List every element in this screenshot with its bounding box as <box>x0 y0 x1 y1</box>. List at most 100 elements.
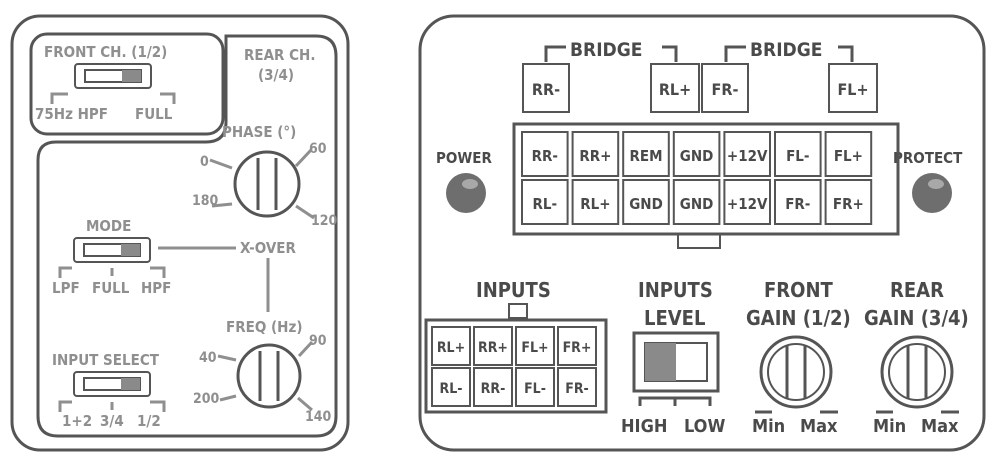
rear-ch-channels: (3/4) <box>258 66 294 84</box>
svg-text:FL+: FL+ <box>834 147 863 165</box>
svg-text:GND: GND <box>680 195 714 213</box>
right-connection-panel: BRIDGE BRIDGE RR- RL+ FR- FL+ POWER PROT… <box>418 14 986 452</box>
svg-text:RR+: RR+ <box>478 340 508 356</box>
terminal-0-2: REM <box>622 131 670 177</box>
phase-tick-60: 60 <box>309 141 327 157</box>
input-pin-1-1: RR- <box>473 367 513 407</box>
inputs-level-line2: LEVEL <box>644 306 705 330</box>
rear-gain-line2: GAIN (3/4) <box>864 306 969 330</box>
terminal-0-1: RR+ <box>571 131 620 177</box>
front-ch-switch[interactable] <box>74 63 152 89</box>
inputs-level-line1: INPUTS <box>638 278 713 302</box>
protect-led <box>912 173 952 213</box>
input-pin-0-0: RL+ <box>431 326 471 366</box>
svg-text:FL+: FL+ <box>837 80 868 99</box>
front-gain-knob[interactable] <box>759 335 833 409</box>
terminal-0-4: +12V <box>723 131 772 177</box>
svg-text:+12V: +12V <box>727 147 768 165</box>
input-select-1-2-label: 1+2 <box>62 412 92 430</box>
rear-gain-line1: REAR <box>890 278 944 302</box>
svg-text:RL-: RL- <box>440 381 463 397</box>
mode-lpf-label: LPF <box>52 279 80 297</box>
bridge-terminal-fr-minus: FR- <box>701 63 749 113</box>
svg-text:+12V: +12V <box>727 195 768 213</box>
input-select-title: INPUT SELECT <box>52 351 160 369</box>
svg-text:FR+: FR+ <box>833 195 864 213</box>
power-label: POWER <box>436 149 492 167</box>
front-gain-line1: FRONT <box>764 278 834 302</box>
svg-text:FR+: FR+ <box>563 340 592 356</box>
mode-switch[interactable] <box>73 237 151 263</box>
front-gain-min-label: Min <box>752 416 785 437</box>
svg-text:RR-: RR- <box>532 80 560 99</box>
svg-text:FR-: FR- <box>565 381 589 397</box>
input-pin-0-2: FL+ <box>515 326 555 366</box>
freq-tick-90: 90 <box>309 333 327 349</box>
svg-text:FL-: FL- <box>524 381 546 397</box>
input-select-switch[interactable] <box>73 371 151 397</box>
freq-tick-140: 140 <box>305 409 332 425</box>
xover-label: X-OVER <box>240 239 297 257</box>
phase-knob[interactable] <box>233 150 301 218</box>
input-pin-1-2: FL- <box>515 367 555 407</box>
front-ch-full-label: FULL <box>135 105 173 123</box>
power-terminal-block: RR- RR+ REM GND +12V FL- FL+ RL- RL+ GND GND +12V FR… <box>512 122 900 249</box>
terminal-0-5: FL- <box>774 131 822 177</box>
inputs-level-low-label: LOW <box>684 416 725 437</box>
phase-tick-180: 180 <box>192 193 219 209</box>
terminal-1-2: GND <box>622 179 670 225</box>
input-pin-1-0: RL- <box>431 367 471 407</box>
phase-title: PHASE (°) <box>222 123 296 141</box>
front-gain-line2: GAIN (1/2) <box>746 306 851 330</box>
freq-tick-40: 40 <box>199 350 217 366</box>
front-gain-max-label: Max <box>800 416 838 437</box>
input-pin-1-3: FR- <box>557 367 597 407</box>
svg-text:RL+: RL+ <box>580 195 610 213</box>
svg-text:RR-: RR- <box>481 381 506 397</box>
mode-full-label: FULL <box>92 279 130 297</box>
terminal-0-0: RR- <box>521 131 569 177</box>
input-select-1-2b-label: 1/2 <box>137 412 161 430</box>
terminal-1-3: GND <box>672 179 721 225</box>
rear-gain-min-label: Min <box>873 416 906 437</box>
mode-title: MODE <box>86 217 131 235</box>
terminal-1-5: FR- <box>774 179 822 225</box>
terminal-1-6: FR+ <box>824 179 873 225</box>
terminal-1-1: RL+ <box>571 179 620 225</box>
rear-gain-knob[interactable] <box>880 335 954 409</box>
input-pin-0-3: FR+ <box>557 326 597 366</box>
mode-hpf-label: HPF <box>141 279 171 297</box>
bridge-terminal-rl-plus: RL+ <box>650 63 700 113</box>
input-pin-0-1: RR+ <box>473 326 513 366</box>
svg-text:RL-: RL- <box>532 195 557 213</box>
svg-text:GND: GND <box>680 147 714 165</box>
left-control-panel: FRONT CH. (1/2) 75Hz HPF FULL REAR CH. (… <box>10 14 350 452</box>
svg-text:RL+: RL+ <box>659 80 691 99</box>
front-ch-title: FRONT CH. (1/2) <box>44 43 167 61</box>
power-led <box>446 173 486 213</box>
svg-text:FR-: FR- <box>785 195 810 213</box>
bridge-terminal-rr-minus: RR- <box>522 63 570 113</box>
freq-tick-200: 200 <box>193 391 220 407</box>
settings-bracket <box>36 34 338 438</box>
svg-text:RR+: RR+ <box>579 147 611 165</box>
inputs-title: INPUTS <box>476 278 551 302</box>
terminal-1-4: +12V <box>723 179 772 225</box>
inputs-level-switch[interactable] <box>632 331 720 393</box>
terminal-0-3: GND <box>672 131 721 177</box>
svg-text:RR-: RR- <box>532 147 558 165</box>
svg-text:FR-: FR- <box>712 80 739 99</box>
freq-title: FREQ (Hz) <box>226 318 302 336</box>
rear-ch-title: REAR CH. <box>244 46 315 64</box>
input-select-3-4-label: 3/4 <box>100 412 124 430</box>
svg-text:FL-: FL- <box>786 147 809 165</box>
front-ch-75hz-hpf-label: 75Hz HPF <box>35 105 108 123</box>
phase-tick-120: 120 <box>311 213 338 229</box>
freq-knob[interactable] <box>236 343 302 409</box>
protect-label: PROTECT <box>893 149 963 167</box>
front-ch-box <box>29 32 225 136</box>
svg-text:FL+: FL+ <box>521 340 548 356</box>
svg-text:GND: GND <box>629 195 663 213</box>
bridge-right-label: BRIDGE <box>750 39 822 61</box>
